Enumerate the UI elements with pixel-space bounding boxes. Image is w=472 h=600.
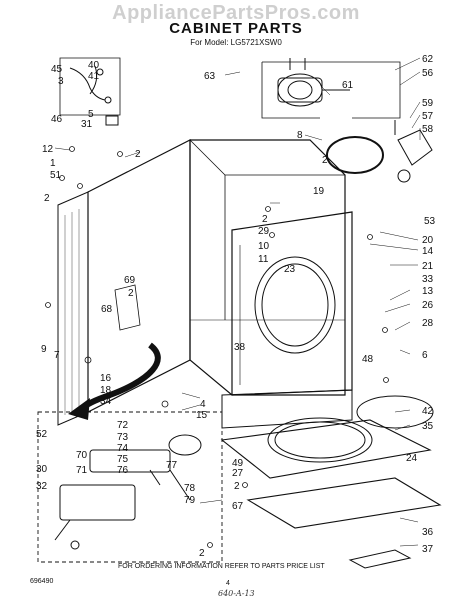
callout-2e: 2 (128, 288, 134, 299)
idler-assembly (394, 120, 433, 183)
callout-69: 69 (124, 275, 136, 286)
callout-19: 19 (313, 186, 325, 197)
callout-24: 24 (406, 453, 418, 464)
callout-8: 8 (297, 130, 303, 141)
callout-75: 75 (117, 454, 129, 465)
callout-2g: 2 (199, 548, 205, 559)
callout-37: 37 (422, 544, 434, 555)
callout-5: 5 (88, 109, 94, 120)
callout-52: 52 (36, 429, 48, 440)
callout-48: 48 (362, 354, 374, 365)
gas-valve-parts-inset (114, 284, 141, 331)
callout-2f: 2 (234, 481, 240, 492)
callout-arrow-head (68, 398, 90, 420)
callout-31: 31 (81, 119, 93, 130)
callout-2d: 2 (262, 214, 268, 225)
callout-49: 49 (232, 458, 244, 469)
callout-36: 36 (422, 527, 434, 538)
callout-45: 45 (51, 64, 63, 75)
fasteners (45, 146, 389, 548)
door-seal (356, 395, 434, 429)
callout-23: 23 (284, 264, 296, 275)
callout-63: 63 (204, 71, 216, 82)
cabinet-base-door (220, 417, 442, 569)
callout-12: 12 (42, 144, 54, 155)
callout-71: 71 (76, 465, 88, 476)
callout-42: 42 (422, 406, 434, 417)
callout-59: 59 (422, 98, 434, 109)
callout-1: 1 (50, 158, 56, 169)
callout-34: 34 (100, 396, 112, 407)
burner-assembly-inset (37, 411, 223, 563)
callout-3: 3 (58, 76, 64, 87)
callout-9: 9 (41, 344, 47, 355)
callout-62: 62 (422, 54, 434, 65)
callout-13: 13 (422, 286, 434, 297)
figure-number: 696490 (30, 578, 54, 585)
drive-belt (326, 136, 384, 174)
ordering-info-note: FOR ORDERING INFORMATION REFER TO PARTS … (118, 563, 325, 570)
cabinet-front-panel (231, 211, 353, 396)
callout-78: 78 (184, 483, 196, 494)
callout-20: 20 (422, 235, 434, 246)
callout-26: 26 (422, 300, 434, 311)
callout-2a: 2 (135, 149, 141, 160)
callout-72: 72 (117, 420, 129, 431)
callout-32: 32 (36, 481, 48, 492)
motor-assembly (261, 58, 401, 119)
model-subtitle: For Model: LG5721XSW0 (190, 38, 282, 47)
callout-56: 56 (422, 68, 434, 79)
callout-41: 41 (88, 71, 100, 82)
callout-57: 57 (422, 111, 434, 122)
callout-73: 73 (117, 432, 129, 443)
callout-33: 33 (422, 274, 434, 285)
cabinet-rear-panel (189, 139, 346, 396)
callout-70: 70 (76, 450, 88, 461)
callout-6: 6 (422, 350, 428, 361)
callout-labels: 45 40 41 3 46 31 5 63 62 56 61 59 57 58 … (36, 54, 436, 559)
watermark: AppliancePartsPros.com (112, 2, 360, 24)
callout-40: 40 (88, 60, 100, 71)
callout-4: 4 (200, 399, 206, 410)
callout-14: 14 (422, 246, 434, 257)
callout-38: 38 (234, 342, 246, 353)
callout-21: 21 (422, 261, 434, 272)
callout-77: 77 (166, 460, 178, 471)
wire-harness-inset (59, 57, 121, 126)
handwritten-note: 640-A-13 (218, 589, 255, 598)
callout-58: 58 (422, 124, 434, 135)
callout-53: 53 (424, 216, 436, 227)
callout-2b: 2 (44, 193, 50, 204)
callout-67: 67 (232, 501, 244, 512)
leader-lines (54, 57, 421, 547)
diagram-title: CABINET PARTS (169, 20, 303, 37)
callout-10: 10 (258, 241, 270, 252)
callout-arrow (77, 342, 161, 413)
callout-35: 35 (422, 421, 434, 432)
callout-28: 28 (422, 318, 434, 329)
callout-74: 74 (117, 443, 129, 454)
callout-2c: 2 (322, 155, 328, 166)
page-number: 4 (226, 580, 230, 587)
callout-68: 68 (101, 304, 113, 315)
callout-79: 79 (184, 495, 196, 506)
callout-29: 29 (258, 226, 270, 237)
callout-7: 7 (54, 350, 60, 361)
callout-30: 30 (36, 464, 48, 475)
callout-61: 61 (342, 80, 354, 91)
callout-11: 11 (258, 254, 269, 265)
callout-15: 15 (196, 410, 208, 421)
callout-18: 18 (100, 385, 112, 396)
callout-46: 46 (51, 114, 63, 125)
callout-16: 16 (100, 373, 112, 384)
callout-51: 51 (50, 170, 62, 181)
callout-27: 27 (232, 468, 244, 479)
callout-76: 76 (117, 465, 129, 476)
